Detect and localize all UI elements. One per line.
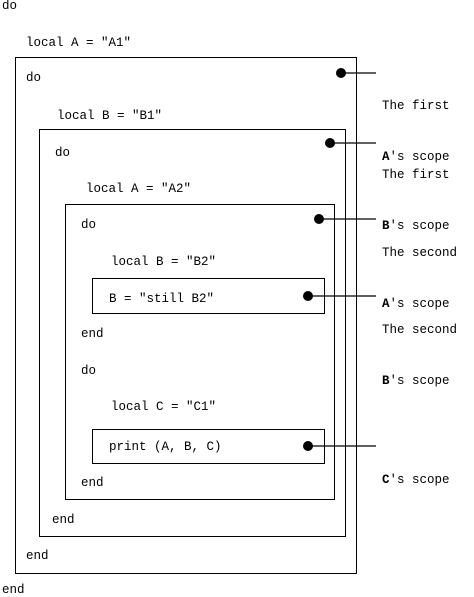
label-second-b-scope: The second B's scope — [382, 288, 457, 407]
label-second-b-line1: The second — [382, 323, 458, 337]
code-local-a2: local A = "A2" — [86, 182, 192, 196]
label-second-a-line1: The second — [382, 246, 458, 260]
scope-box-b1 — [39, 129, 346, 537]
label-first-b-scope: The first B's scope — [382, 133, 450, 252]
code-outer-do: do — [2, 0, 18, 13]
code-do-4: do — [81, 364, 97, 378]
label-c-line: C's scope — [382, 473, 450, 487]
code-do-1: do — [26, 71, 42, 85]
code-local-b2: local B = "B2" — [111, 255, 217, 269]
label-first-a-line2: A's scope — [382, 150, 450, 164]
code-end-1: end — [26, 549, 49, 563]
label-second-a-line2: A's scope — [382, 297, 450, 311]
code-end-4: end — [81, 476, 104, 490]
code-do-3: do — [81, 218, 97, 232]
label-first-b-line2: B's scope — [382, 219, 450, 233]
label-first-a-line1: The first — [382, 99, 450, 113]
scope-box-a2 — [65, 204, 335, 500]
code-do-2: do — [55, 146, 71, 160]
label-first-a-scope: The first A's scope — [382, 64, 450, 183]
label-c-scope: C's scope — [382, 438, 450, 506]
code-print: print (A, B, C) — [109, 440, 222, 454]
code-local-b1: local B = "B1" — [57, 109, 163, 123]
code-local-a1: local A = "A1" — [26, 36, 132, 50]
code-end-2: end — [52, 513, 75, 527]
label-first-b-line1: The first — [382, 168, 450, 182]
scope-box-a1 — [15, 57, 357, 574]
code-outer-end: end — [2, 583, 25, 597]
label-second-a-scope: The second A's scope — [382, 211, 457, 330]
code-local-c1: local C = "C1" — [111, 400, 217, 414]
label-second-b-line2: B's scope — [382, 374, 450, 388]
code-end-3a: end — [81, 327, 104, 341]
code-assign-b: B = "still B2" — [109, 292, 215, 306]
